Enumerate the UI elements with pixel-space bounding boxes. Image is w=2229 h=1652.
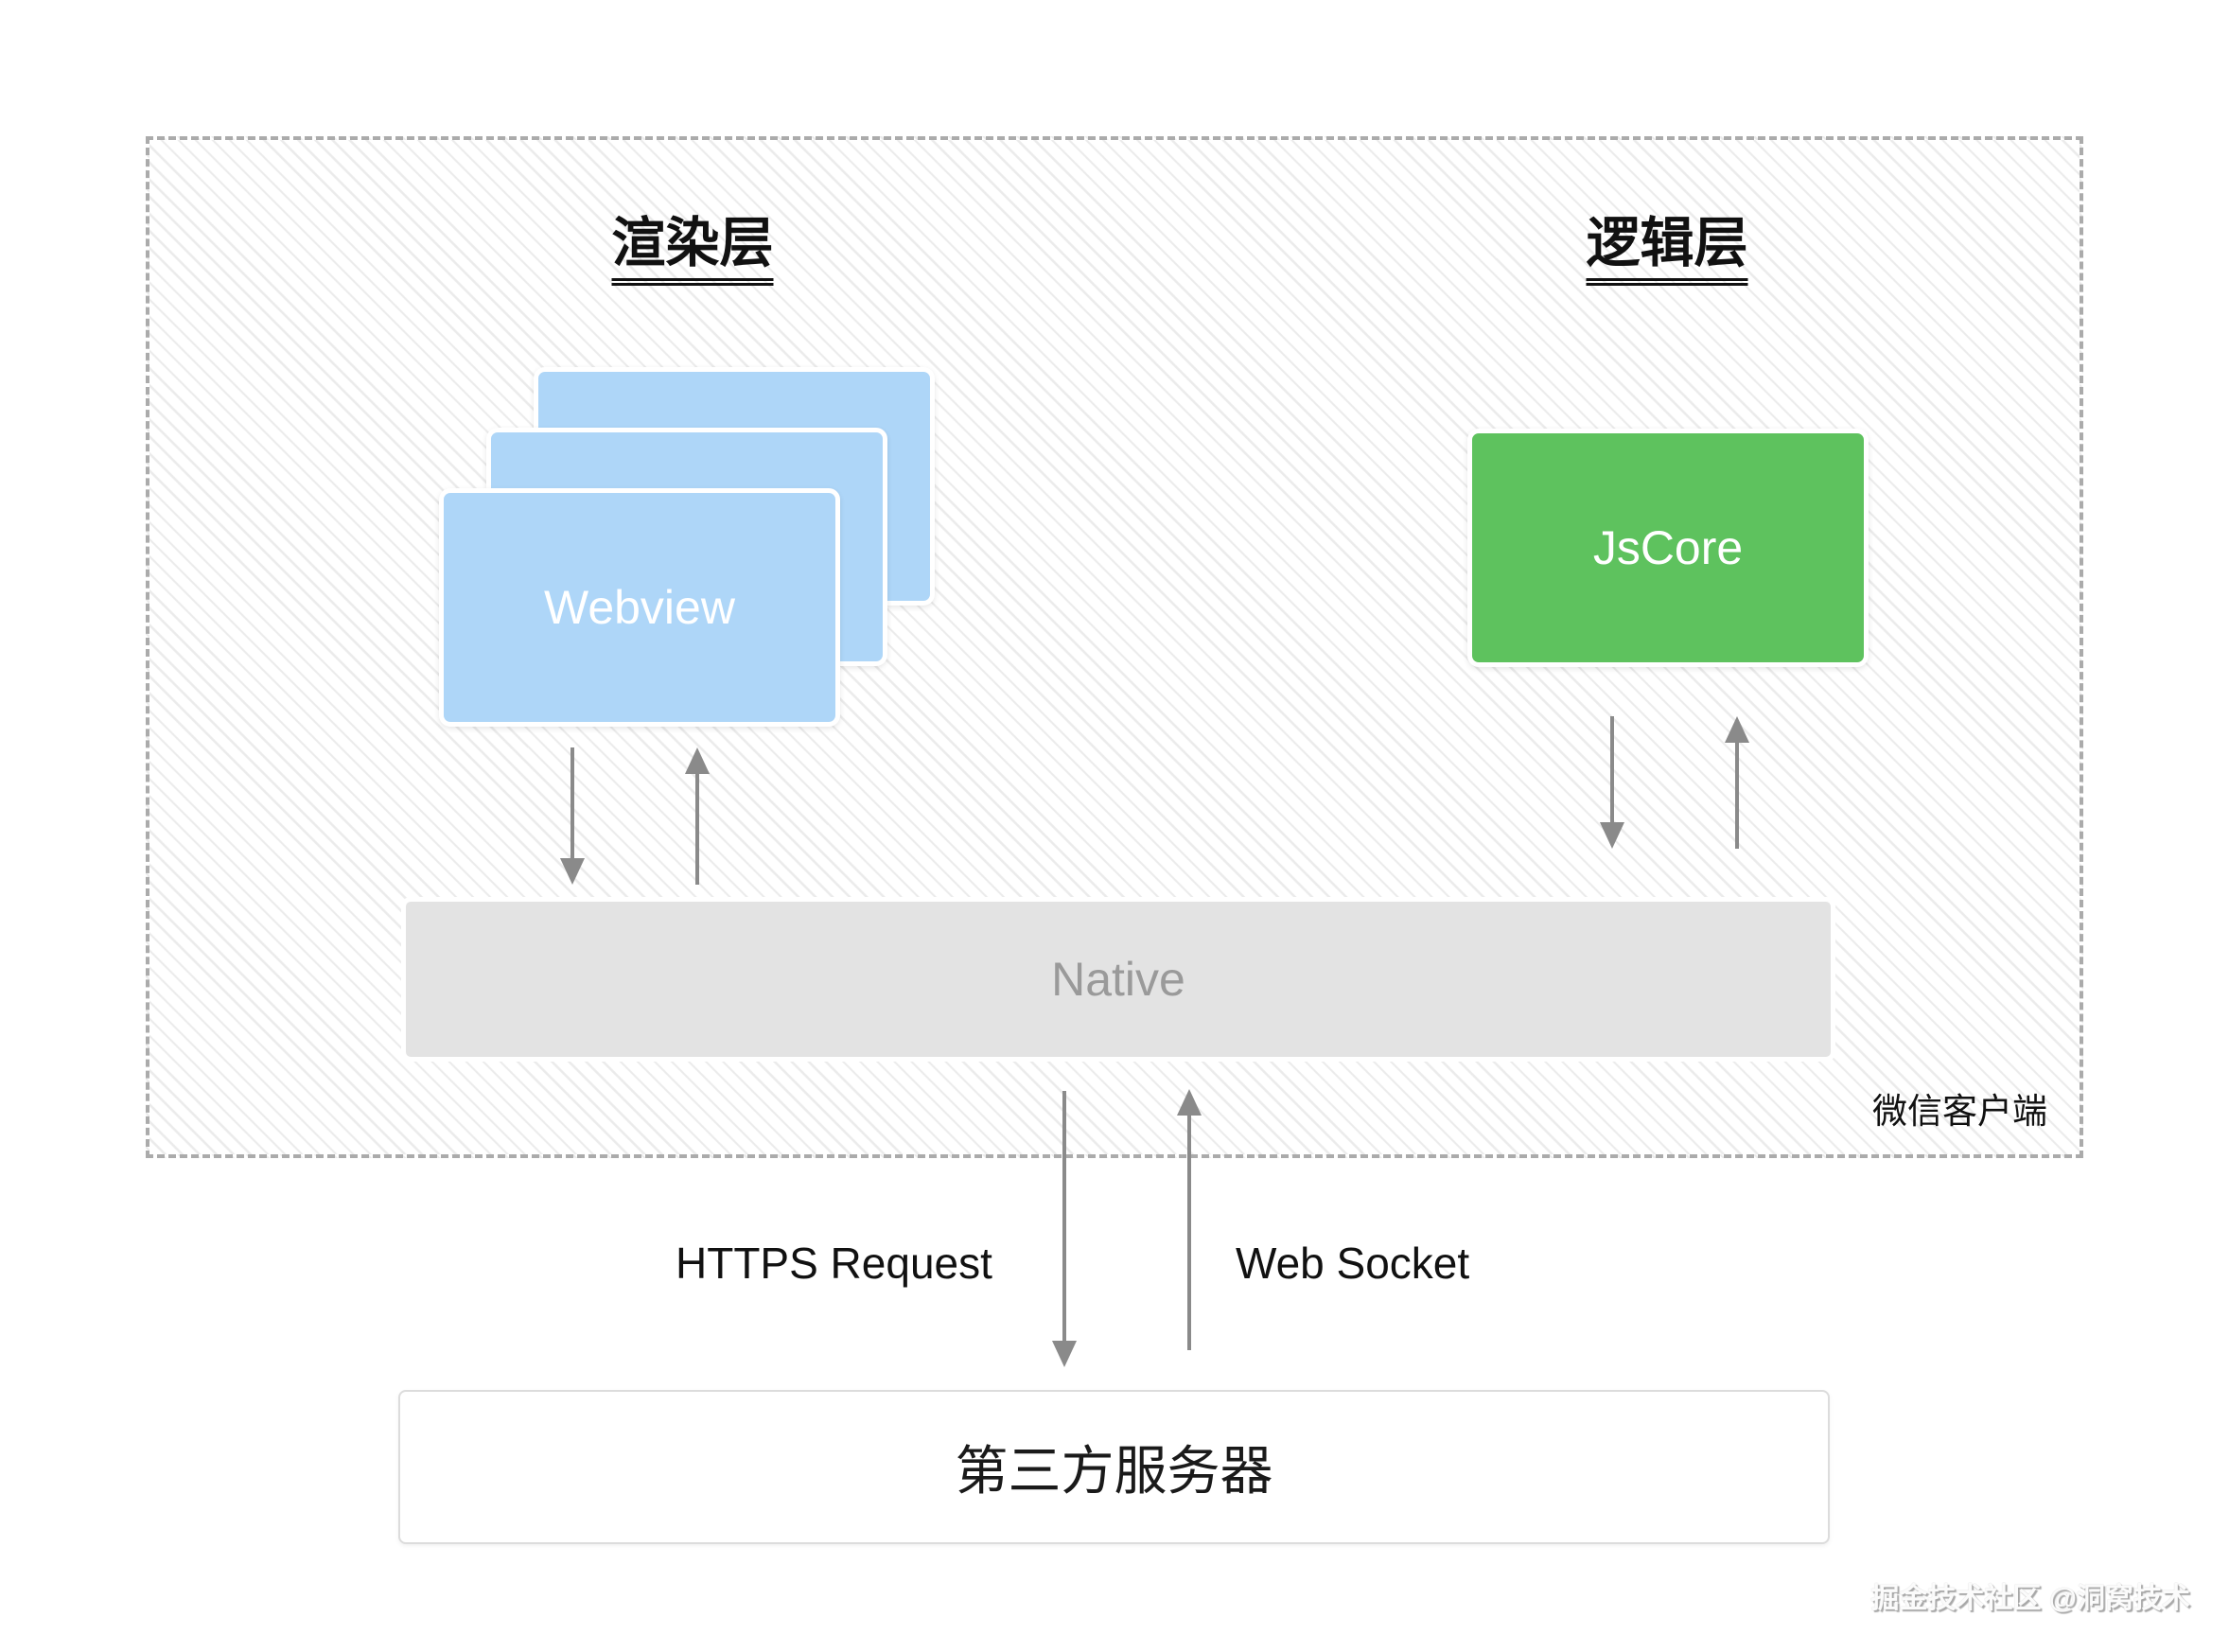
native-to-webview-arrow (685, 747, 710, 885)
render-layer-title-text: 渲染层 (611, 213, 774, 286)
webview-label: Webview (544, 581, 735, 634)
third-party-server-box: 第三方服务器 (398, 1390, 1830, 1544)
server-to-native-arrow (1177, 1089, 1202, 1350)
jscore-label: JsCore (1592, 521, 1744, 574)
arrow-shaft (570, 747, 574, 858)
arrow-head (560, 858, 585, 885)
arrow-shaft (1610, 716, 1614, 822)
logic-layer-title: 逻辑层 (1586, 213, 1748, 286)
render-layer-title: 渲染层 (611, 213, 774, 286)
logic-layer-title-text: 逻辑层 (1586, 213, 1748, 286)
arrow-head (685, 747, 710, 774)
jscore-to-native-arrow (1600, 716, 1624, 849)
native-bar: Native (401, 897, 1835, 1062)
arrow-shaft (1735, 743, 1739, 849)
web-socket-label: Web Socket (1236, 1239, 1470, 1288)
arrow-head (1177, 1089, 1202, 1116)
wechat-client-label: 微信客户端 (1872, 1092, 2047, 1131)
native-to-server-arrow (1052, 1091, 1077, 1367)
arrow-shaft (695, 774, 699, 885)
arrow-head (1600, 822, 1624, 849)
native-label: Native (1051, 953, 1185, 1006)
native-to-jscore-arrow (1725, 716, 1749, 849)
third-party-server-label: 第三方服务器 (955, 1441, 1273, 1501)
arrow-shaft (1062, 1091, 1066, 1341)
webview-to-native-arrow (560, 747, 585, 885)
watermark-text: 掘金技术社区 @洞窝技术 (1870, 1583, 2190, 1614)
arrow-head (1725, 716, 1749, 743)
arrow-head (1052, 1341, 1077, 1367)
arrow-shaft (1187, 1116, 1191, 1350)
jscore-box: JsCore (1467, 429, 1869, 667)
webview-card-front: Webview (439, 488, 840, 727)
https-request-label: HTTPS Request (676, 1239, 992, 1288)
